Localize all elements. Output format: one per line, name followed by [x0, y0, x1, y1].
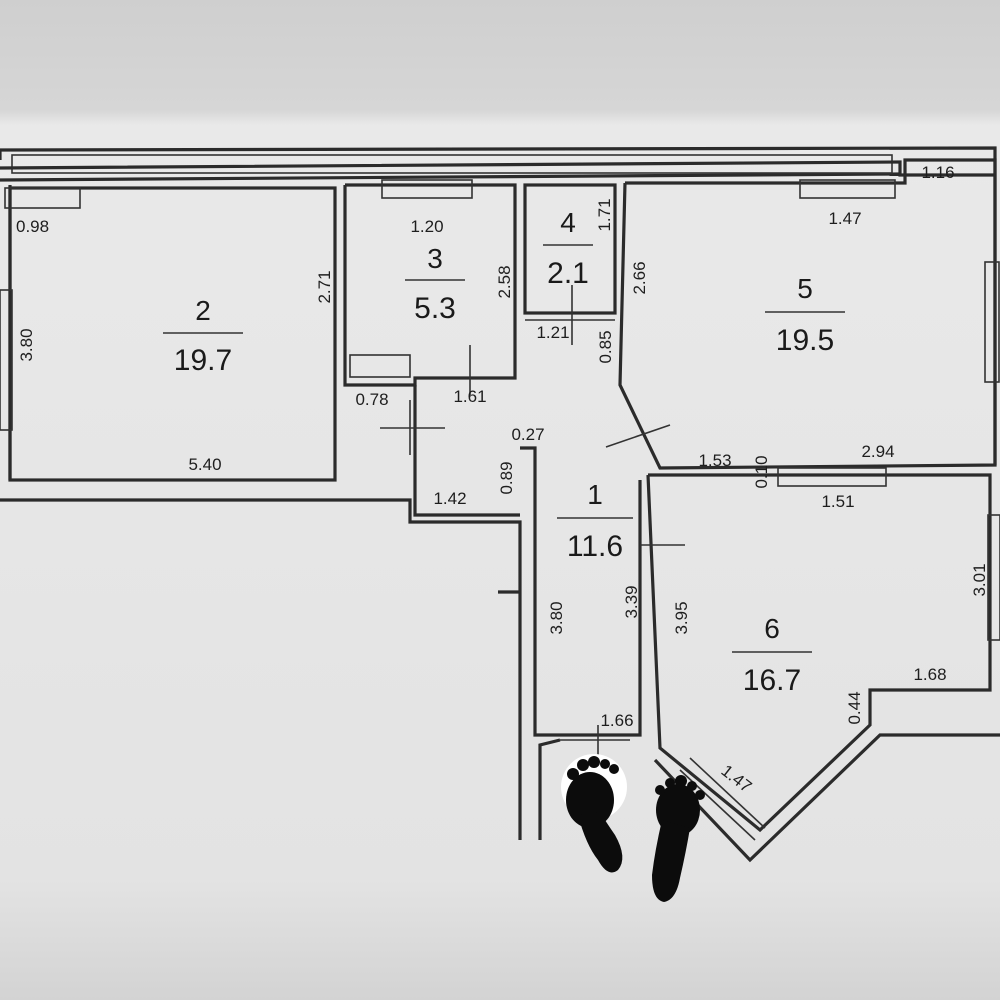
dim-r3-door: 1.61	[453, 387, 486, 406]
dim-r4-bottom: 1.21	[536, 323, 569, 342]
dim-r5-bottom-left: 1.53	[698, 451, 731, 470]
dim-r5-left: 2.66	[630, 261, 649, 294]
room-5-walls	[618, 158, 1000, 470]
room-3-area: 5.3	[414, 292, 456, 325]
room-1-number: 1	[587, 479, 603, 510]
dim-hall-left: 3.80	[547, 601, 566, 634]
room-2-number: 2	[195, 295, 211, 326]
room-3-walls	[343, 179, 517, 387]
room-6-number: 6	[764, 613, 780, 644]
dim-r6-right: 3.01	[970, 563, 989, 596]
room-6-area: 16.7	[743, 664, 801, 697]
door-markers	[380, 285, 685, 765]
dim-r6-diag: 1.47	[717, 761, 755, 796]
dim-hall-right: 3.39	[622, 585, 641, 618]
dim-r2-left: 3.80	[17, 328, 36, 361]
dim-r3-right: 2.58	[495, 265, 514, 298]
room-1-area: 11.6	[567, 530, 623, 563]
dim-r6-044: 0.44	[845, 691, 864, 724]
dim-r5-window: 1.47	[828, 209, 861, 228]
dim-r5-corner: 1.16	[921, 163, 954, 182]
dim-hall-089: 0.89	[497, 461, 516, 494]
dim-r6-top: 1.51	[821, 492, 854, 511]
dim-hall-142: 1.42	[433, 489, 466, 508]
footprints-icon	[561, 754, 705, 902]
room-4-number: 4	[560, 207, 576, 238]
room-4-walls	[523, 183, 617, 321]
room-6-walls	[646, 467, 1000, 863]
room-4-area: 2.1	[547, 257, 589, 290]
room-5-area: 19.5	[776, 324, 834, 357]
dim-hall-bottom: 1.66	[600, 711, 633, 730]
room-5-number: 5	[797, 273, 813, 304]
dim-r3-top: 1.20	[410, 217, 443, 236]
dim-closet: 0.78	[355, 390, 388, 409]
room-labels: 2 19.7 3 5.3 4 2.1 5 19.5 1 11.6 6 16.7	[163, 207, 845, 697]
dim-r5-bottom-right: 2.94	[861, 442, 894, 461]
room-2-area: 19.7	[174, 344, 232, 377]
dim-wall-010: 0.10	[752, 455, 771, 488]
dim-r2-bottom: 5.40	[188, 455, 221, 474]
room-3-number: 3	[427, 243, 443, 274]
dim-r4-door: 0.85	[596, 330, 615, 363]
dim-r2-window: 0.98	[16, 217, 49, 236]
dim-r2-right: 2.71	[315, 270, 334, 303]
dimension-labels: 0.98 3.80 2.71 5.40 1.20 2.58 1.61 0.78 …	[16, 163, 989, 796]
dim-r6-balcony: 1.68	[913, 665, 946, 684]
dim-hall-027: 0.27	[511, 425, 544, 444]
dim-r4-right: 1.71	[595, 198, 614, 231]
room-2-walls	[0, 186, 337, 482]
dim-r6-left: 3.95	[672, 601, 691, 634]
